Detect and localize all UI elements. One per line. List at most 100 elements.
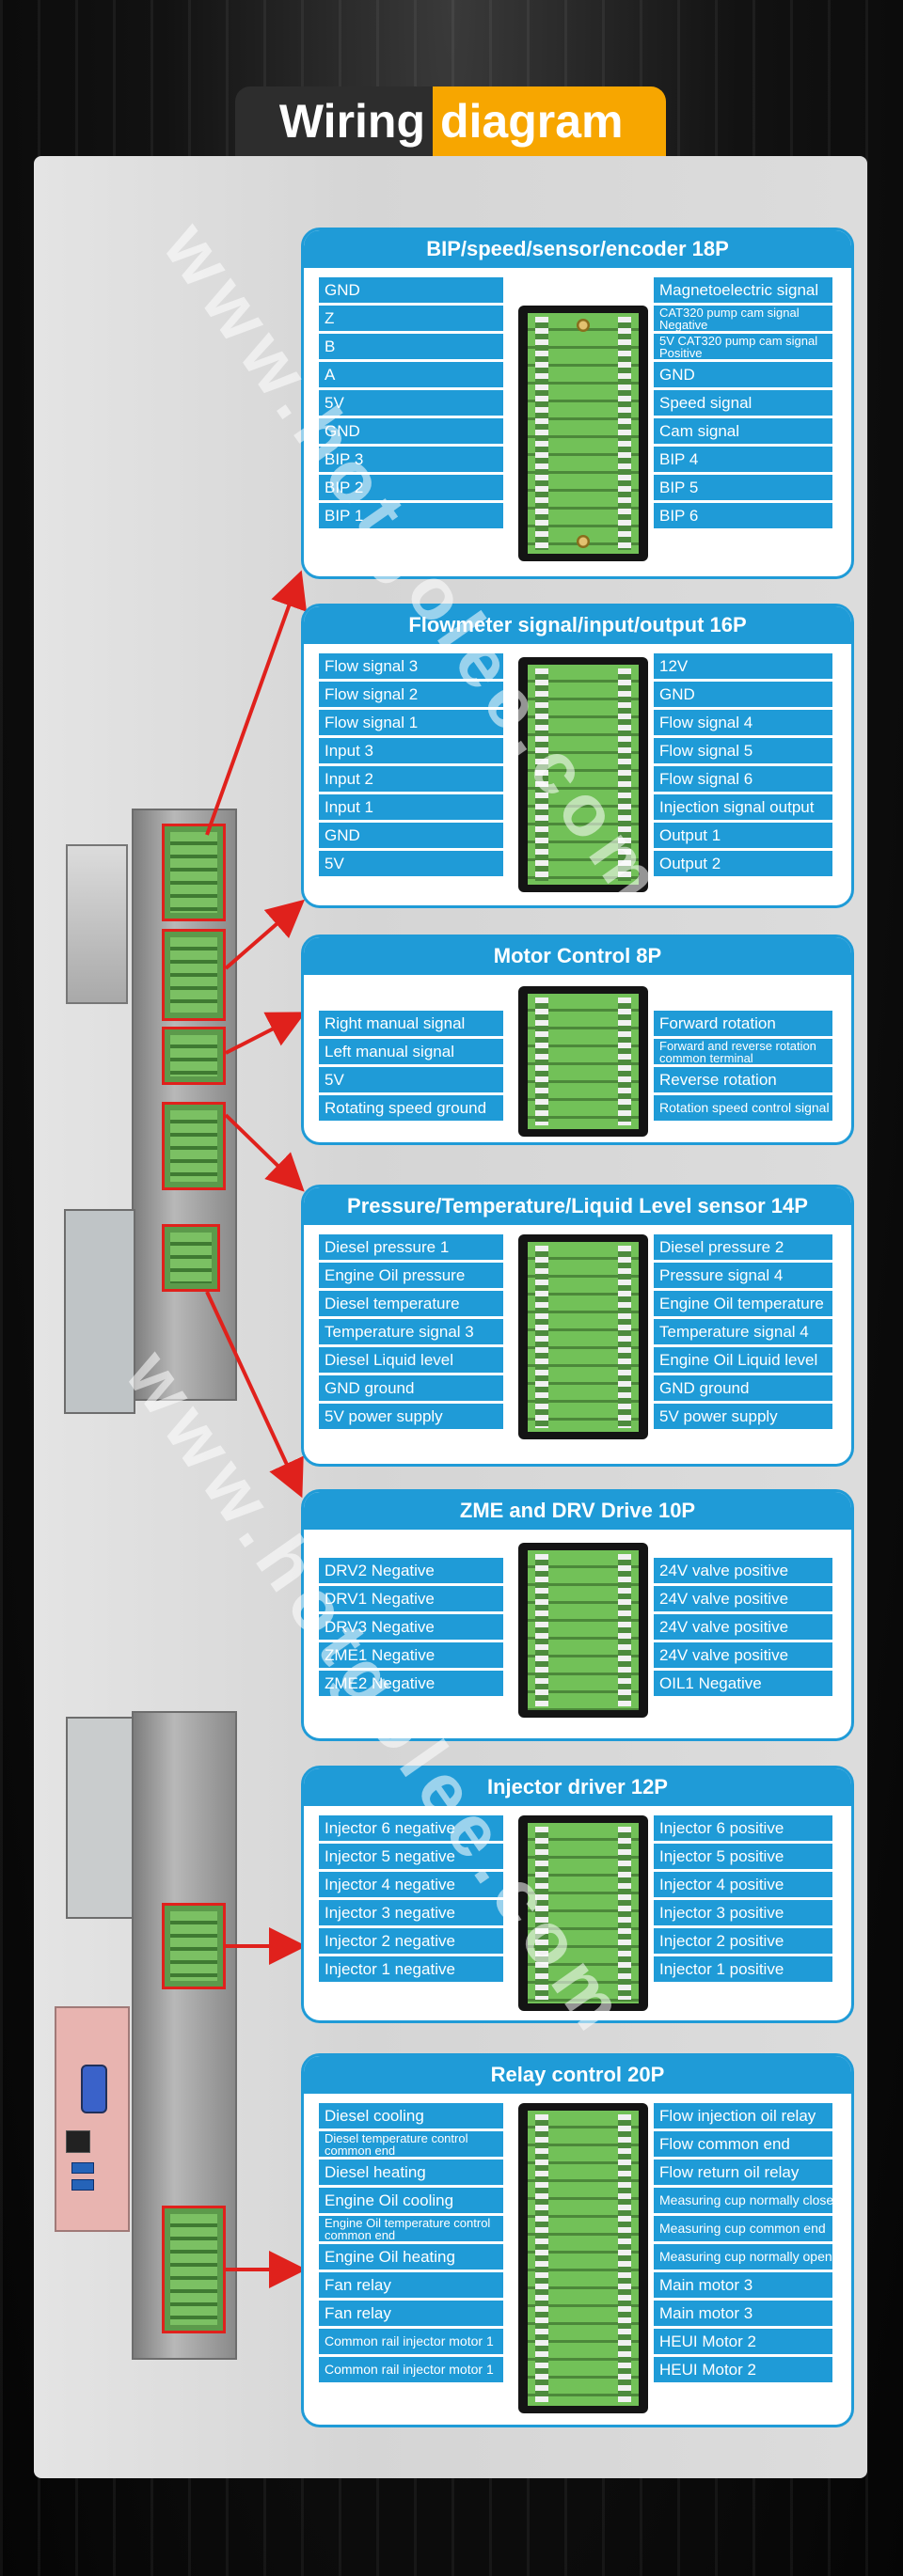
left-labels: Injector 6 negative Injector 5 negative … (319, 1815, 503, 1985)
connector-image (518, 306, 648, 561)
right-labels: 12V GND Flow signal 4 Flow signal 5 Flow… (654, 653, 832, 879)
section-title: Pressure/Temperature/Liquid Level sensor… (304, 1187, 851, 1225)
section-card-bip: BIP/speed/sensor/encoder 18P GND Z B A 5… (301, 228, 854, 579)
pin-label: Temperature signal 3 (319, 1319, 503, 1344)
pin-label: 5V (319, 1067, 503, 1092)
pin-label: Measuring cup normally closed (654, 2188, 832, 2213)
pin-label: Engine Oil Liquid level (654, 1347, 832, 1373)
section-title: Motor Control 8P (304, 937, 851, 975)
pin-label: 24V valve positive (654, 1614, 832, 1640)
terminal-block-bip (162, 824, 226, 921)
left-labels: GND Z B A 5V GND BIP 3 BIP 2 BIP 1 (319, 277, 503, 531)
left-labels: Diesel pressure 1 Engine Oil pressure Di… (319, 1234, 503, 1432)
section-title: Injector driver 12P (304, 1768, 851, 1806)
left-labels: Flow signal 3 Flow signal 2 Flow signal … (319, 653, 503, 879)
pin-label: Measuring cup normally open (654, 2244, 832, 2270)
pin-label: Temperature signal 4 (654, 1319, 832, 1344)
pin-label: Rotation speed control signal (654, 1095, 832, 1121)
pin-label: Flow signal 1 (319, 710, 503, 735)
pin-label: 24V valve positive (654, 1642, 832, 1668)
pin-label: 24V valve positive (654, 1558, 832, 1583)
pin-label: ZME2 Negative (319, 1671, 503, 1696)
connector-image (518, 657, 648, 892)
pin-label: Flow signal 5 (654, 738, 832, 763)
section-title: Relay control 20P (304, 2056, 851, 2094)
pin-label: Speed signal (654, 390, 832, 416)
pin-label: Injector 2 negative (319, 1928, 503, 1954)
pin-label: Reverse rotation (654, 1067, 832, 1092)
pin-label: Z (319, 306, 503, 331)
section-title: BIP/speed/sensor/encoder 18P (304, 230, 851, 268)
section-card-flowmeter: Flowmeter signal/input/output 16P Flow s… (301, 604, 854, 908)
terminal-block-injector (162, 1903, 226, 1989)
pin-label: Right manual signal (319, 1011, 503, 1036)
pin-label: Flow common end (654, 2131, 832, 2157)
section-title: ZME and DRV Drive 10P (304, 1492, 851, 1530)
pin-label: BIP 5 (654, 475, 832, 500)
pin-label: Input 1 (319, 794, 503, 820)
pin-label: Injector 6 positive (654, 1815, 832, 1841)
terminal-block-flowmeter (162, 929, 226, 1021)
vga-port (81, 2065, 107, 2113)
pin-label: Output 1 (654, 823, 832, 848)
pin-label: Diesel cooling (319, 2103, 503, 2128)
right-labels: 24V valve positive 24V valve positive 24… (654, 1558, 832, 1699)
pin-label: Injector 5 negative (319, 1844, 503, 1869)
pin-label: Forward and reverse rotation common term… (654, 1039, 832, 1064)
pin-label: BIP 1 (319, 503, 503, 528)
controller-side-plate-bottom (66, 1717, 134, 1919)
title-part-2: diagram (433, 86, 666, 156)
pin-label: Injector 1 positive (654, 1956, 832, 1982)
power-supply-image (66, 844, 128, 1004)
pin-label: Injection signal output (654, 794, 832, 820)
pin-label: Engine Oil temperature control common en… (319, 2216, 503, 2241)
pin-label: GND (654, 362, 832, 387)
pin-label: 12V (654, 653, 832, 679)
pin-label: Diesel pressure 2 (654, 1234, 832, 1260)
pin-label: HEUI Motor 2 (654, 2357, 832, 2382)
section-card-pressure: Pressure/Temperature/Liquid Level sensor… (301, 1185, 854, 1467)
pin-label: CAT320 pump cam signal Negative (654, 306, 832, 331)
pin-label: Flow signal 2 (319, 682, 503, 707)
terminal-block-relay (162, 2206, 226, 2333)
pin-label: Injector 1 negative (319, 1956, 503, 1982)
pin-label: Fan relay (319, 2301, 503, 2326)
pin-label: Common rail injector motor 1 (319, 2357, 503, 2382)
section-card-relay: Relay control 20P Diesel cooling Diesel … (301, 2053, 854, 2427)
pin-label: Input 3 (319, 738, 503, 763)
usb-port-1 (71, 2162, 94, 2174)
pin-label: GND (319, 418, 503, 444)
left-labels: Diesel cooling Diesel temperature contro… (319, 2103, 503, 2385)
connector-image (518, 1815, 648, 2011)
pin-label: Magnetoelectric signal (654, 277, 832, 303)
pin-label: Rotating speed ground (319, 1095, 503, 1121)
pin-label: GND ground (319, 1375, 503, 1401)
pin-label: Injector 5 positive (654, 1844, 832, 1869)
pin-label: Main motor 3 (654, 2272, 832, 2298)
section-card-zme: ZME and DRV Drive 10P DRV2 Negative DRV1… (301, 1489, 854, 1741)
pin-label: Injector 6 negative (319, 1815, 503, 1841)
pin-label: Flow injection oil relay (654, 2103, 832, 2128)
connector-image (518, 2103, 648, 2413)
section-card-motor: Motor Control 8P Right manual signal Lef… (301, 935, 854, 1145)
section-card-injector: Injector driver 12P Injector 6 negative … (301, 1766, 854, 2023)
right-labels: Diesel pressure 2 Pressure signal 4 Engi… (654, 1234, 832, 1432)
pin-label: 5V power supply (654, 1404, 832, 1429)
controller-side-plate (64, 1209, 135, 1414)
pin-label: Left manual signal (319, 1039, 503, 1064)
usb-port-2 (71, 2179, 94, 2191)
pin-label: BIP 4 (654, 447, 832, 472)
pin-label: Flow signal 6 (654, 766, 832, 792)
pin-label: Diesel pressure 1 (319, 1234, 503, 1260)
pin-label: GND (319, 277, 503, 303)
pin-label: BIP 2 (319, 475, 503, 500)
pin-label: Diesel temperature control common end (319, 2131, 503, 2157)
pin-label: Injector 2 positive (654, 1928, 832, 1954)
pin-label: Injector 3 negative (319, 1900, 503, 1925)
pin-label: Engine Oil temperature (654, 1291, 832, 1316)
pin-label: 5V (319, 851, 503, 876)
right-labels: Forward rotation Forward and reverse rot… (654, 1011, 832, 1123)
pin-label: Flow return oil relay (654, 2160, 832, 2185)
pin-label: DRV2 Negative (319, 1558, 503, 1583)
connector-image (518, 1234, 648, 1439)
